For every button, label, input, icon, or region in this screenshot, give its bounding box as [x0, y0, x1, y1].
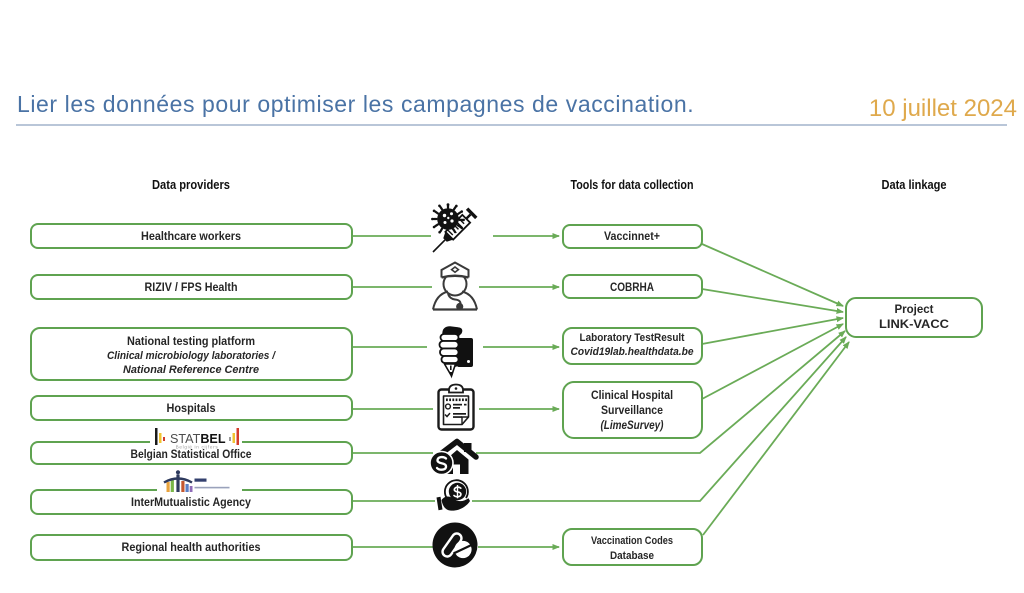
svg-text:Database: Database — [610, 550, 654, 562]
svg-text:Healthcare workers: Healthcare workers — [141, 229, 241, 243]
svg-text:COBRHA: COBRHA — [610, 280, 654, 294]
svg-text:Project: Project — [895, 302, 934, 316]
svg-text:InterMutualistic Agency: InterMutualistic Agency — [131, 495, 251, 509]
svg-text:STATBEL: STATBEL — [170, 432, 226, 446]
svg-text:(LimeSurvey): (LimeSurvey) — [601, 418, 664, 432]
svg-text:National Reference Centre: National Reference Centre — [123, 364, 259, 376]
svg-text:Data linkage: Data linkage — [882, 178, 947, 192]
svg-text:RIZIV / FPS Health: RIZIV / FPS Health — [145, 280, 238, 294]
svg-text:Covid19lab.healthdata.be: Covid19lab.healthdata.be — [571, 346, 694, 358]
svg-text:Belgian Statistical Office: Belgian Statistical Office — [131, 447, 252, 461]
svg-text:Surveillance: Surveillance — [601, 403, 663, 417]
svg-text:Vaccination Codes: Vaccination Codes — [591, 535, 673, 547]
svg-text:LINK-VACC: LINK-VACC — [879, 317, 949, 331]
svg-text:Tools for data collection: Tools for data collection — [571, 178, 694, 192]
svg-text:Hospitals: Hospitals — [167, 401, 216, 415]
svg-text:Clinical Hospital: Clinical Hospital — [591, 388, 673, 402]
svg-text:Regional health authorities: Regional health authorities — [122, 540, 261, 554]
svg-text:Vaccinnet+: Vaccinnet+ — [604, 229, 660, 243]
svg-text:Data providers: Data providers — [152, 178, 230, 192]
svg-text:Laboratory TestResult: Laboratory TestResult — [580, 332, 685, 344]
svg-text:National testing platform: National testing platform — [127, 334, 255, 348]
svg-text:Clinical microbiology laborato: Clinical microbiology laboratories / — [107, 350, 276, 362]
svg-text:België in cijfers: België in cijfers — [176, 445, 219, 450]
